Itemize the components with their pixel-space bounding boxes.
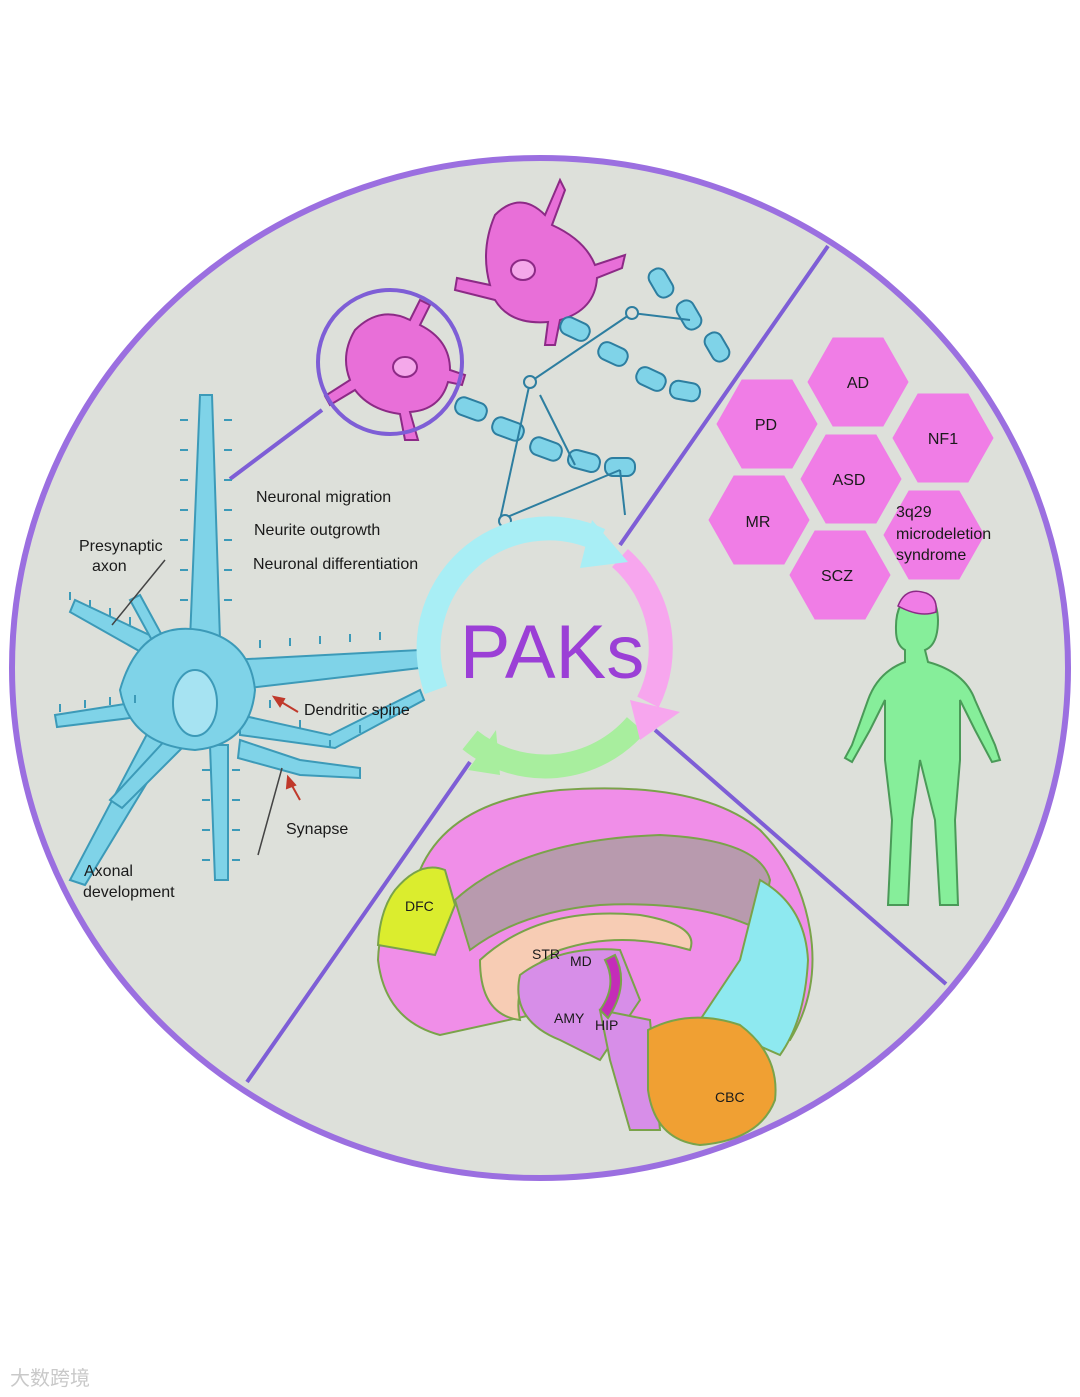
- label-hip: HIP: [595, 1017, 618, 1033]
- label-asd: ASD: [833, 472, 866, 489]
- label-md: MD: [570, 953, 592, 969]
- paks-title: PAKs: [460, 610, 644, 695]
- label-nf1: NF1: [928, 431, 958, 448]
- pink-neuron-nucleus-1: [511, 260, 535, 280]
- label-development: development: [83, 884, 175, 901]
- process-neurite-outgrowth: Neurite outgrowth: [254, 522, 380, 539]
- label-axonal: Axonal: [84, 863, 133, 880]
- label-mr: MR: [746, 514, 771, 531]
- label-ad: AD: [847, 375, 869, 392]
- label-amy: AMY: [554, 1010, 585, 1026]
- process-neuronal-migration: Neuronal migration: [256, 489, 391, 506]
- pink-neuron-nucleus-2: [393, 357, 417, 377]
- watermark: 大数跨境: [10, 1362, 90, 1391]
- label-syndrome: syndrome: [896, 547, 966, 564]
- label-dfc: DFC: [405, 898, 434, 914]
- label-microdeletion: microdeletion: [896, 526, 991, 543]
- cyan-neuron-nucleus: [173, 670, 217, 736]
- label-dendritic-spine: Dendritic spine: [304, 702, 410, 719]
- label-str: STR: [532, 946, 560, 962]
- label-3q29: 3q29: [896, 504, 932, 521]
- process-neuronal-differentiation: Neuronal differentiation: [253, 556, 418, 573]
- label-synapse: Synapse: [286, 821, 348, 838]
- label-scz: SCZ: [821, 568, 853, 585]
- label-axon: axon: [92, 558, 127, 575]
- label-presynaptic: Presynaptic: [79, 538, 163, 555]
- label-cbc: CBC: [715, 1089, 745, 1105]
- label-pd: PD: [755, 417, 777, 434]
